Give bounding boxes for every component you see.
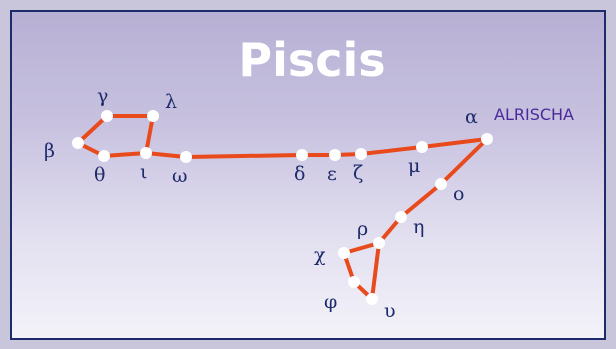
star-epsilon xyxy=(329,149,341,161)
line-alpha-omicron xyxy=(439,137,489,186)
star-beta xyxy=(72,137,84,149)
star-label-iota: ι xyxy=(140,161,147,183)
line-beta-gamma xyxy=(76,114,109,145)
line-upsilon-rho xyxy=(370,241,381,301)
star-label-upsilon: υ xyxy=(384,300,396,322)
line-theta-iota xyxy=(102,151,148,158)
star-eta xyxy=(395,211,407,223)
star-omicron xyxy=(435,178,447,190)
star-delta xyxy=(296,149,308,161)
line-omega-delta xyxy=(184,153,304,159)
line-mu-alpha xyxy=(420,137,489,149)
star-omega xyxy=(180,151,192,163)
star-phi xyxy=(348,276,360,288)
title: Piscis xyxy=(238,33,385,87)
line-omicron-eta xyxy=(399,182,443,219)
star-label-gamma: γ xyxy=(97,85,108,107)
star-label-rho: ρ xyxy=(357,218,368,240)
line-lambda-iota xyxy=(144,114,155,155)
constellation-stars xyxy=(72,110,493,305)
star-label-lambda: λ xyxy=(165,91,177,113)
star-zeta xyxy=(355,148,367,160)
star-upsilon xyxy=(366,293,378,305)
star-theta xyxy=(98,150,110,162)
line-rho-chi xyxy=(342,241,381,255)
star-alpha xyxy=(481,133,493,145)
alpha-star-name: ALRISCHA xyxy=(494,105,574,124)
star-gamma xyxy=(101,110,113,122)
star-label-zeta: ζ xyxy=(353,162,363,184)
star-chi xyxy=(338,247,350,259)
star-label-omicron: ο xyxy=(453,183,464,205)
star-lambda xyxy=(147,110,159,122)
star-label-mu: μ xyxy=(408,155,420,177)
star-iota xyxy=(140,147,152,159)
star-label-epsilon: ε xyxy=(327,163,337,185)
star-label-phi: φ xyxy=(324,291,337,313)
star-label-delta: δ xyxy=(294,163,305,185)
star-label-alpha: α xyxy=(465,106,478,128)
line-zeta-mu xyxy=(359,145,424,156)
star-label-eta: η xyxy=(413,216,424,238)
star-label-theta: θ xyxy=(94,164,105,186)
star-label-chi: χ xyxy=(314,244,326,266)
star-label-beta: β xyxy=(44,140,55,162)
star-rho xyxy=(373,237,385,249)
star-mu xyxy=(416,141,428,153)
line-iota-omega xyxy=(144,151,188,159)
star-label-omega: ω xyxy=(172,165,188,187)
